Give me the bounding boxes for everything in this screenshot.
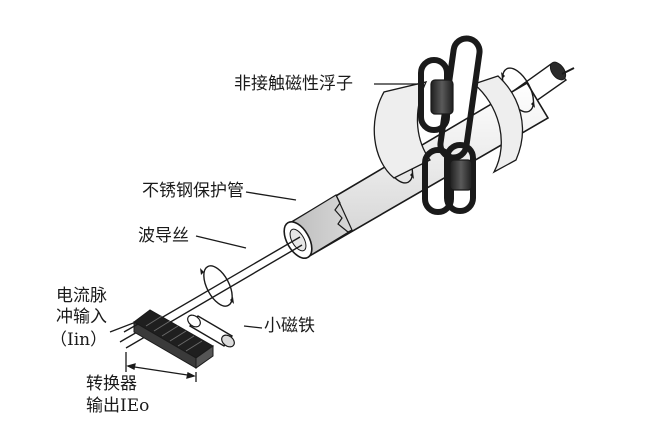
- label-converter-line2: 输出IEo: [86, 396, 150, 416]
- input-wire-stub: [123, 323, 139, 333]
- label-waveguide: 波导丝: [138, 226, 189, 246]
- converter: [133, 309, 214, 369]
- label-magnet: 小磁铁: [264, 316, 315, 336]
- label-float: 非接触磁性浮子: [234, 74, 353, 94]
- leader-lines: [109, 83, 420, 333]
- label-pulse-input-line2: 冲输入: [56, 307, 107, 327]
- magnetic-float: [418, 35, 483, 215]
- leader-magnet: [243, 325, 263, 329]
- label-pulse-input-line3: （Iin）: [50, 330, 108, 350]
- label-converter-line1: 转换器: [86, 374, 137, 394]
- leader-guard-tube: [245, 191, 297, 201]
- leader-waveguide: [195, 235, 247, 249]
- label-guard-tube: 不锈钢保护管: [142, 181, 244, 201]
- magnetic-field-sleeve: [373, 75, 524, 179]
- leader-pulse-input: [109, 321, 137, 333]
- torsion-ring-lower: [200, 265, 234, 307]
- label-pulse-input-line1: 电流脉: [56, 286, 107, 306]
- small-magnet: [187, 314, 235, 348]
- dimension-marker: [125, 352, 197, 382]
